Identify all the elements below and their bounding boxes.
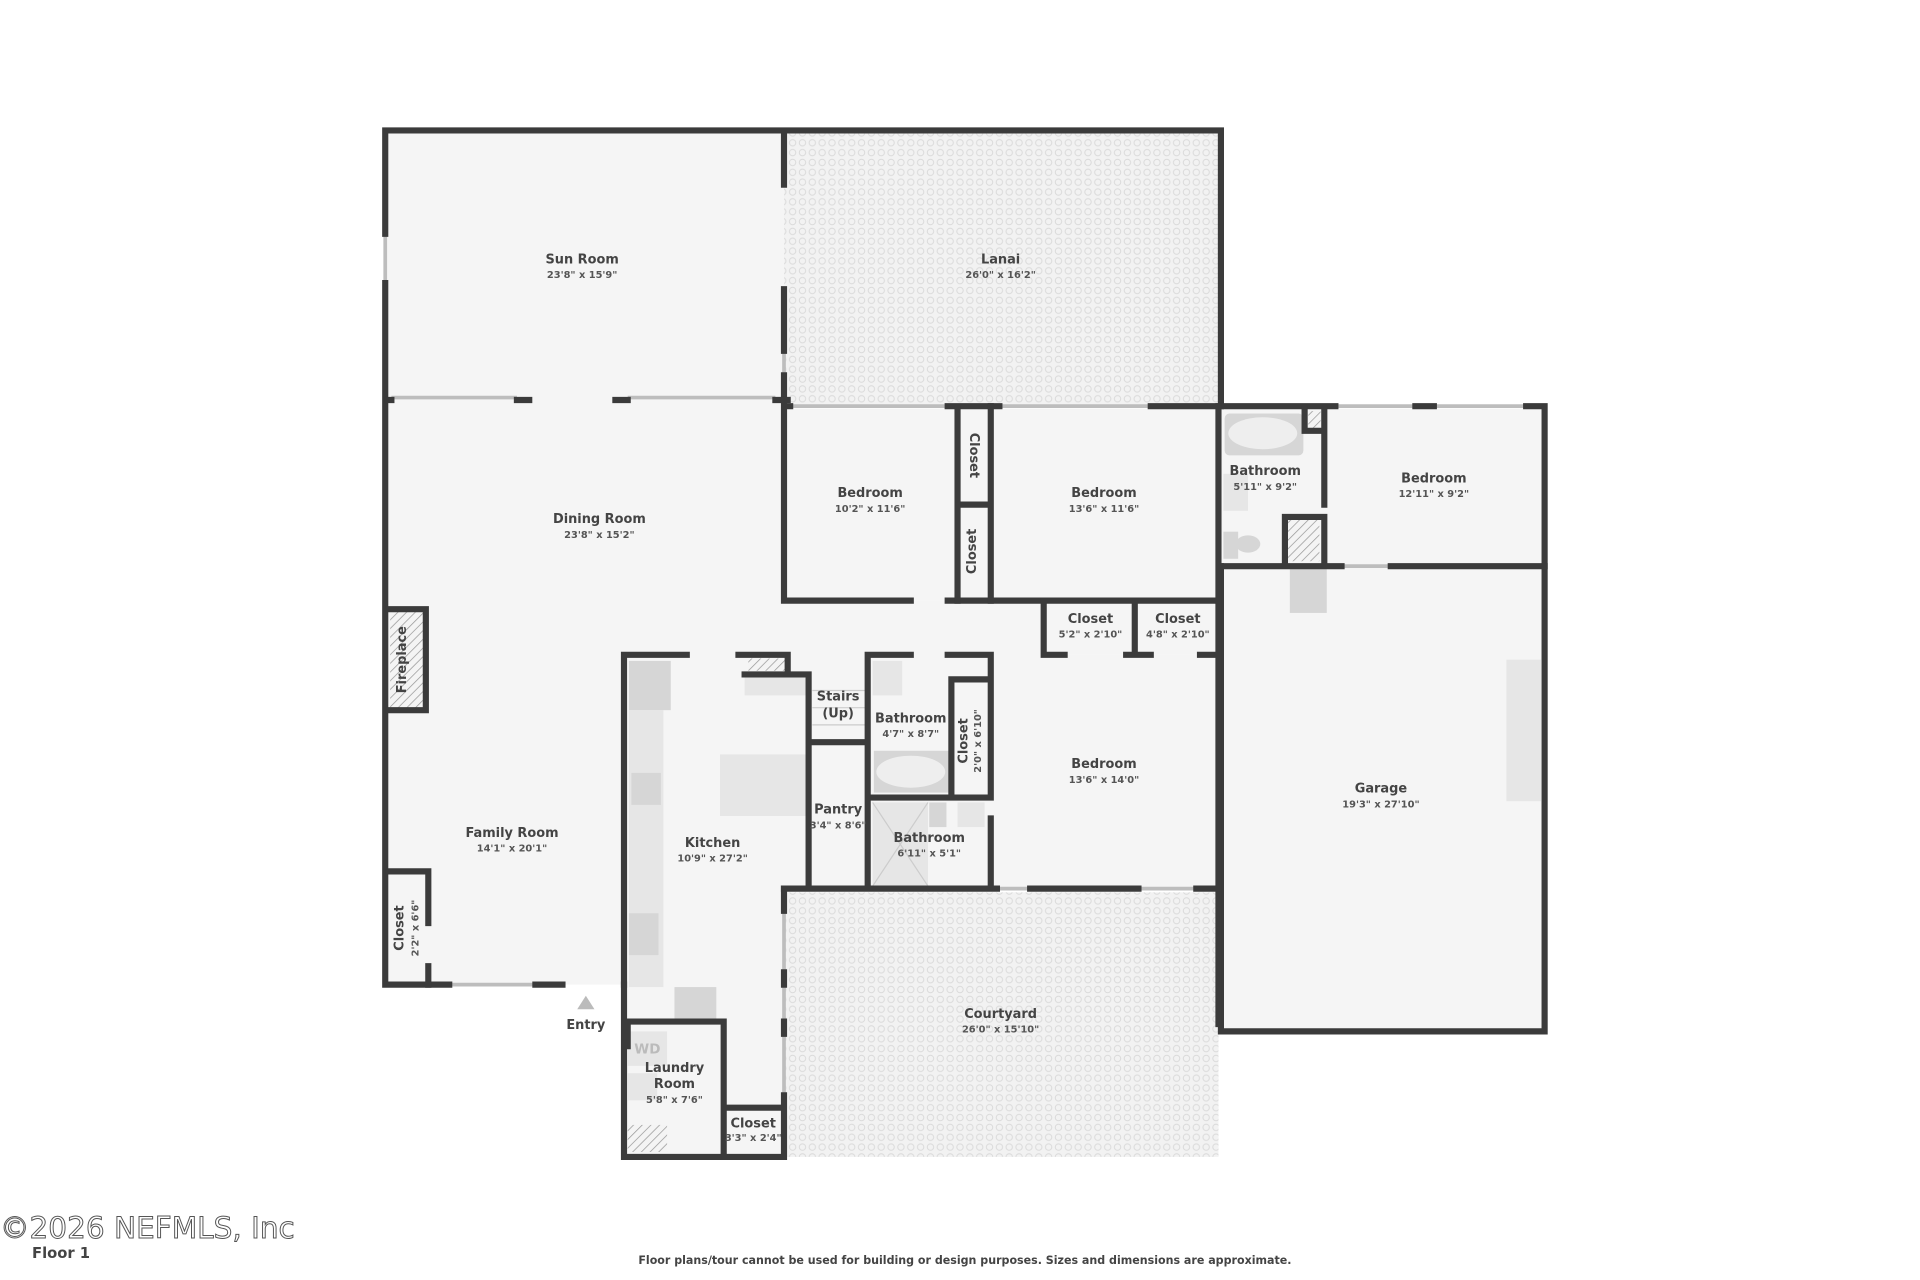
svg-text:Closet: Closet [393,905,408,950]
svg-text:Family Room: Family Room [465,826,558,841]
disclaimer: Floor plans/tour cannot be used for buil… [638,1254,1291,1267]
svg-text:Lanai: Lanai [981,252,1020,267]
room-bedroom-3: Bedroom 12'11" x 9'2" [1399,471,1469,500]
room-dining-room: Dining Room 23'8" x 15'2" [553,512,646,541]
room-courtyard: Courtyard 26'0" x 15'10" [962,1007,1039,1036]
room-bathroom-2: Bathroom 4'7" x 8'7" [875,711,946,740]
room-bedroom-1: Bedroom 10'2" x 11'6" [835,486,905,515]
walls [382,127,1548,1160]
room-closet-1: Closet [966,433,981,478]
svg-text:Bedroom: Bedroom [1401,471,1466,486]
svg-text:Garage: Garage [1355,782,1408,797]
room-garage: Garage 19'3" x 27'10" [1342,782,1419,811]
svg-text:Closet: Closet [731,1116,776,1131]
room-bedroom-4: Bedroom 13'6" x 14'0" [1069,757,1139,786]
svg-text:3'4" x 8'6": 3'4" x 8'6" [810,820,867,831]
svg-text:Closet: Closet [965,529,980,574]
svg-text:26'0" x 16'2": 26'0" x 16'2" [965,270,1035,281]
svg-text:13'6" x 11'6": 13'6" x 11'6" [1069,504,1139,515]
svg-text:Closet: Closet [1068,612,1113,627]
svg-text:6'11" x 5'1": 6'11" x 5'1" [897,849,961,860]
svg-text:23'8" x 15'9": 23'8" x 15'9" [547,270,617,281]
svg-text:Stairs: Stairs [817,689,860,704]
svg-text:Bathroom: Bathroom [894,831,965,846]
room-stairs: Stairs (Up) [817,689,860,721]
svg-text:Bedroom: Bedroom [1071,486,1136,501]
entry-label: Entry [566,1018,606,1033]
room-closet-2: Closet [965,529,980,574]
svg-text:Bathroom: Bathroom [875,711,946,726]
room-closet-3: Closet 5'2" x 2'10" [1059,612,1123,641]
room-bathroom-1: Bathroom 5'11" x 9'2" [1230,464,1301,493]
room-closet-4: Closet 4'8" x 2'10" [1146,612,1210,641]
room-kitchen: Kitchen 10'9" x 27'2" [677,836,747,865]
courtyard-floor [784,892,1219,1157]
svg-text:2'2" x 6'6": 2'2" x 6'6" [410,900,421,957]
svg-text:Sun Room: Sun Room [546,252,619,267]
svg-text:(Up): (Up) [822,707,854,722]
room-labels: Sun Room 23'8" x 15'9" Lanai 26'0" x 16'2"… [393,252,1469,1144]
svg-text:Fireplace: Fireplace [395,626,410,693]
svg-text:3'3" x 2'4": 3'3" x 2'4" [725,1133,782,1144]
svg-text:Closet: Closet [966,433,981,478]
svg-text:5'11" x 9'2": 5'11" x 9'2" [1233,482,1297,493]
entry-arrow-icon [577,995,595,1010]
room-pantry: Pantry 3'4" x 8'6" [810,803,867,832]
room-sun-room: Sun Room 23'8" x 15'9" [546,252,619,281]
svg-text:Bathroom: Bathroom [1230,464,1301,479]
room-fireplace: Fireplace [395,626,410,693]
room-closet-6: Closet 3'3" x 2'4" [725,1116,782,1144]
room-family-room: Family Room 14'1" x 20'1" [465,826,558,855]
washer-dryer-label: WD [634,1042,660,1058]
room-bedroom-2: Bedroom 13'6" x 11'6" [1069,486,1139,515]
svg-text:5'8" x 7'6": 5'8" x 7'6" [646,1095,703,1106]
svg-text:10'9" x 27'2": 10'9" x 27'2" [677,854,747,865]
svg-text:14'1" x 20'1": 14'1" x 20'1" [477,844,547,855]
room-lanai: Lanai 26'0" x 16'2" [965,252,1035,281]
svg-text:4'7" x 8'7": 4'7" x 8'7" [882,729,939,740]
hatched-areas [390,411,1321,1152]
svg-text:23'8" x 15'2": 23'8" x 15'2" [564,530,634,541]
svg-text:Kitchen: Kitchen [685,836,740,851]
svg-text:Room: Room [654,1077,695,1092]
svg-text:Dining Room: Dining Room [553,512,646,527]
svg-text:10'2" x 11'6": 10'2" x 11'6" [835,504,905,515]
lanai-floor [784,130,1221,407]
svg-text:19'3" x 27'10": 19'3" x 27'10" [1342,799,1419,810]
floors [385,130,1545,1157]
svg-text:Bedroom: Bedroom [837,486,902,501]
room-bathroom-3: Bathroom 6'11" x 5'1" [894,831,965,860]
svg-text:Closet: Closet [1155,612,1200,627]
svg-text:2'0" x 6'10": 2'0" x 6'10" [973,709,984,773]
svg-text:Laundry: Laundry [645,1061,705,1076]
svg-text:5'2" x 2'10": 5'2" x 2'10" [1059,630,1123,641]
svg-text:Courtyard: Courtyard [964,1007,1037,1022]
floor-label: Floor 1 [32,1245,90,1262]
svg-text:26'0" x 15'10": 26'0" x 15'10" [962,1025,1039,1036]
svg-text:13'6" x 14'0": 13'6" x 14'0" [1069,775,1139,786]
svg-text:Pantry: Pantry [814,803,863,818]
svg-text:12'11" x 9'2": 12'11" x 9'2" [1399,489,1469,500]
svg-text:4'8" x 2'10": 4'8" x 2'10" [1146,630,1210,641]
svg-text:Bedroom: Bedroom [1071,757,1136,772]
watermark: ©2026 NEFMLS, Inc [0,1211,295,1245]
fixtures: WD [627,413,1541,1101]
svg-text:Closet: Closet [956,718,971,763]
